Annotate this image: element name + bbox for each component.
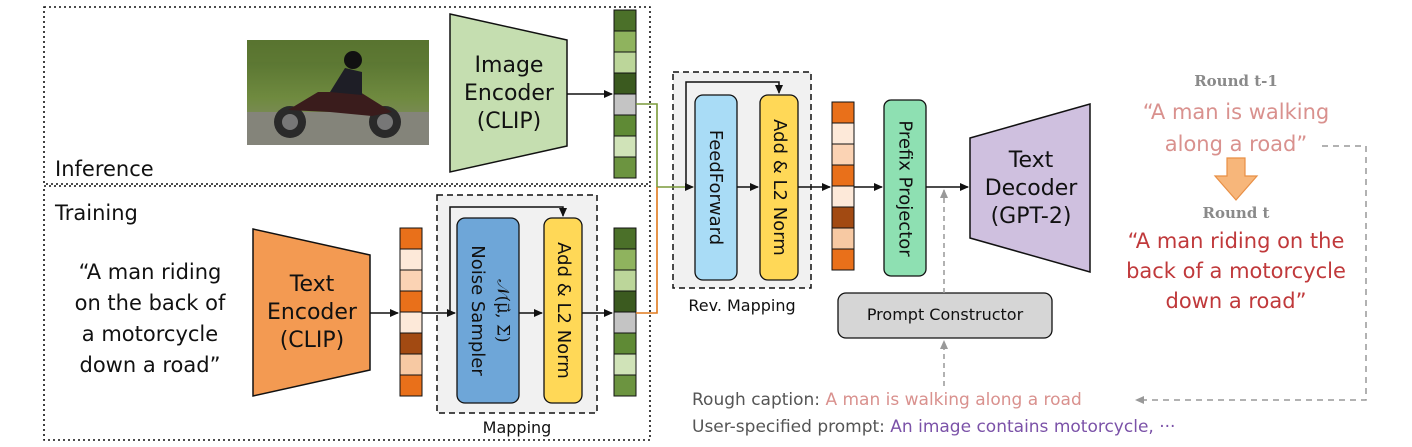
down-arrow [1213,157,1259,201]
text-encoder-label: Text Encoder (CLIP) [267,272,357,353]
rev-mapped-embedding-column [831,101,855,271]
round-prev-label: Round t-1 [1194,72,1278,90]
rev-mapping-caption: Rev. Mapping [688,296,796,315]
prefix-projector-block [883,99,927,277]
noise-formula-label: 𝒩(μ⃗, Σ) [493,278,514,343]
photo-motorcycle [247,40,429,145]
image-encoder-shape [449,13,568,173]
text-decoder-label: Text Decoder (GPT-2) [984,148,1078,229]
image-embedding-column [613,9,637,179]
feedforward-label: FeedForward [705,129,727,246]
text-decoder-shape [969,103,1091,273]
inference-panel [43,6,651,185]
mapped-embedding-column [613,227,637,397]
rough-caption-line: Rough caption: A man is walking along a … [692,390,1082,410]
prompt-constructor-block [837,292,1053,339]
round-curr-label: Round t [1202,204,1270,222]
inference-label: Inference [55,157,154,181]
add-norm-label-training: Add & L2 Norm [552,242,574,379]
user-prompt-line: User-specified prompt: An image contains… [692,417,1176,437]
image-encoder-label: Image Encoder (CLIP) [464,53,554,134]
text-embedding-column [399,227,423,397]
mapping-caption: Mapping [482,418,552,437]
training-label: Training [55,201,138,225]
input-caption: “A man riding on the back of a motorcycl… [74,260,226,377]
add-norm-block-training [543,217,583,404]
add-norm-label-inference: Add & L2 Norm [768,119,790,256]
text-encoder-shape [252,228,371,397]
prompt-constructor-label: Prompt Constructor [866,305,1024,324]
prefix-projector-label: Prefix Projector [894,119,916,257]
round-curr-caption: “A man riding on the back of a motorcycl… [1126,229,1346,313]
round-prev-caption: “A man is walking along a road” [1142,100,1330,156]
noise-sampler-block [456,217,520,404]
